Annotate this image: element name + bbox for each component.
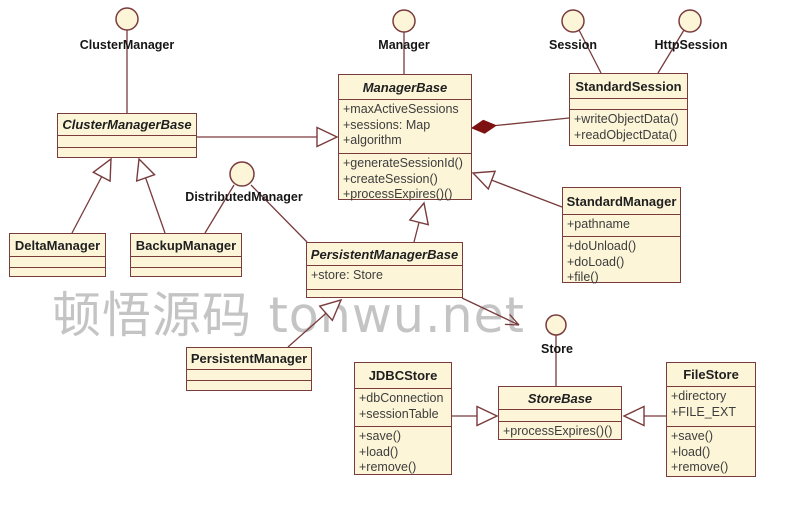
interface-clustermanager-circle: [115, 7, 139, 31]
arrow-generalization-gen-jdbcstore-storebase: [476, 405, 499, 427]
arrow-open-assoc-persistentmanagerbase-store-b: [509, 314, 520, 326]
edge-gen-persistentmanager-persistentmanagerbase: [287, 312, 327, 348]
edge-stem-distributedmanager-persistentmanagerbase: [250, 184, 308, 243]
arrow-open-assoc-persistentmanagerbase-store-a: [504, 323, 520, 326]
watermark: 顿悟源码 tonwu.net: [52, 287, 525, 344]
arrow-generalization-gen-standardmanager-managerbase: [471, 170, 497, 191]
arrow-generalization-gen-persistentmanagerbase-managerbase: [408, 201, 430, 226]
edge-stem-session-standardsession: [578, 29, 602, 74]
diamond-composition-comp-managerbase-standardsession: [470, 119, 497, 134]
edge-gen-persistentmanagerbase-managerbase: [413, 222, 420, 243]
arrow-generalization-gen-deltamanager-clustermanagerbase: [91, 157, 112, 183]
arrow-generalization-gen-persistentmanager-persistentmanagerbase: [318, 298, 343, 322]
interface-distributedmanager-circle: [229, 161, 255, 187]
edge-gen-deltamanager-clustermanagerbase: [71, 176, 103, 234]
interface-store-circle: [545, 314, 567, 336]
edge-stem-httpsession-standardsession: [657, 29, 685, 74]
arrow-generalization-gen-backupmanager-clustermanagerbase: [135, 157, 156, 183]
edge-gen-standardmanager-managerbase: [491, 179, 563, 208]
arrow-generalization-gen-filestore-storebase: [622, 405, 645, 427]
edge-assoc-persistentmanagerbase-store: [461, 297, 520, 326]
interface-httpsession-circle: [678, 9, 702, 33]
edge-stem-distributedmanager-backupmanager: [204, 184, 235, 234]
arrow-generalization-gen-clustermanagerbase-managerbase: [316, 126, 339, 148]
edge-comp-managerbase-standardsession: [495, 117, 570, 127]
edge-gen-backupmanager-clustermanagerbase: [145, 177, 166, 234]
interface-manager-circle: [392, 9, 416, 33]
interface-session-circle: [561, 9, 585, 33]
